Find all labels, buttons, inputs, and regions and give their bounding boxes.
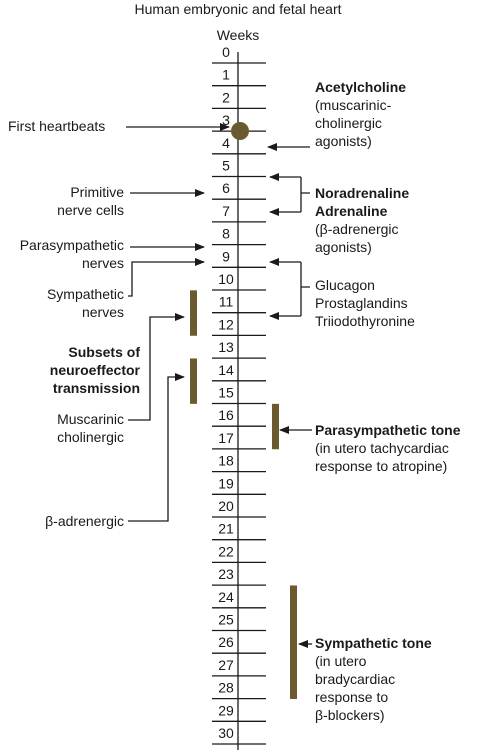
label-parasympathetic-nerves-1: Parasympathetic (20, 237, 124, 253)
label-sympathetic-tone-sub-4: β-blockers) (315, 707, 385, 723)
label-acetylcholine-sub-2: cholinergic (315, 115, 382, 131)
connector-beta-adrenergic (128, 373, 185, 522)
label-muscarinic-2: cholinergic (57, 429, 124, 445)
label-adrenergic-sub-1: (β-adrenergic (315, 221, 399, 237)
label-parasympathetic-tone-sub-2: response to atropine) (315, 458, 447, 474)
week-number: 10 (218, 271, 234, 287)
label-sympathetic-tone-sub-1: (in utero (315, 653, 367, 669)
week-number: 3 (222, 112, 230, 128)
label-adrenergic-sub-2: agonists) (315, 239, 372, 255)
connector-sympathetic-nerves (128, 258, 205, 297)
week-number: 30 (218, 725, 234, 741)
label-adrenaline: Adrenaline (315, 203, 388, 219)
label-primitive-nerve-2: nerve cells (57, 202, 124, 218)
week-number: 17 (218, 430, 234, 446)
week-number: 0 (222, 44, 230, 60)
week-number: 19 (218, 475, 234, 491)
week-number: 16 (218, 407, 234, 423)
week-number: 21 (218, 521, 234, 537)
label-sympathetic-tone-sub-2: bradycardiac (315, 671, 395, 687)
label-parasympathetic-tone-sub-1: (in utero tachycardiac (315, 440, 449, 456)
label-sympathetic-tone-sub-3: response to (315, 689, 388, 705)
week-number: 2 (222, 89, 230, 105)
week-number: 24 (218, 589, 234, 605)
label-muscarinic-1: Muscarinic (57, 411, 124, 427)
bar-sympathetic-tone (290, 585, 297, 699)
connector-muscarinic (128, 313, 185, 421)
bar-beta-adrenergic (190, 358, 197, 404)
diagram-title: Human embryonic and fetal heart (135, 1, 342, 17)
label-first-heartbeats: First heartbeats (8, 118, 105, 134)
week-number: 12 (218, 316, 234, 332)
label-parasympathetic-nerves-2: nerves (82, 255, 124, 271)
week-number: 1 (222, 67, 230, 83)
week-number: 20 (218, 498, 234, 514)
week-number: 8 (222, 226, 230, 242)
bar-muscarinic-cholinergic (190, 290, 197, 336)
weeks-axis-label: Weeks (217, 27, 260, 43)
label-acetylcholine: Acetylcholine (315, 79, 406, 95)
bar-parasympathetic-tone (272, 403, 279, 450)
week-number: 28 (218, 680, 234, 696)
bracket-hormones (300, 262, 310, 316)
week-number: 23 (218, 566, 234, 582)
label-triiodothyronine: Triiodothyronine (315, 313, 415, 329)
week-number: 22 (218, 543, 234, 559)
bracket-catecholamines (300, 177, 310, 212)
week-number: 27 (218, 657, 234, 673)
label-parasympathetic-tone: Parasympathetic tone (315, 422, 461, 438)
label-glucagon: Glucagon (315, 277, 375, 293)
label-sympathetic-tone: Sympathetic tone (315, 635, 432, 651)
week-number: 11 (219, 294, 234, 310)
week-number: 18 (218, 453, 234, 469)
label-sympathetic-nerves-2: nerves (82, 304, 124, 320)
week-number: 26 (218, 634, 234, 650)
label-subsets-1: Subsets of (68, 344, 140, 360)
week-number: 25 (218, 612, 234, 628)
label-acetylcholine-sub-1: (muscarinic- (315, 97, 392, 113)
label-sympathetic-nerves-1: Sympathetic (47, 286, 124, 302)
label-primitive-nerve-1: Primitive (70, 184, 124, 200)
first-heartbeat-dot (231, 122, 249, 140)
label-beta-adrenergic: β-adrenergic (45, 513, 124, 529)
week-number: 5 (222, 158, 230, 174)
label-prostaglandins: Prostaglandins (315, 295, 408, 311)
label-acetylcholine-sub-3: agonists) (315, 133, 372, 149)
week-number: 13 (218, 339, 234, 355)
week-scale: 0123456789101112131415161718192021222324… (212, 44, 266, 750)
label-subsets-2: neuroeffector (50, 362, 141, 378)
week-number: 9 (222, 248, 230, 264)
week-number: 14 (218, 362, 234, 378)
week-number: 6 (222, 180, 230, 196)
week-number: 4 (222, 135, 230, 151)
week-number: 15 (218, 385, 234, 401)
label-subsets-3: transmission (53, 380, 140, 396)
week-number: 7 (222, 203, 230, 219)
week-number: 29 (218, 702, 234, 718)
label-noradrenaline: Noradrenaline (315, 185, 409, 201)
